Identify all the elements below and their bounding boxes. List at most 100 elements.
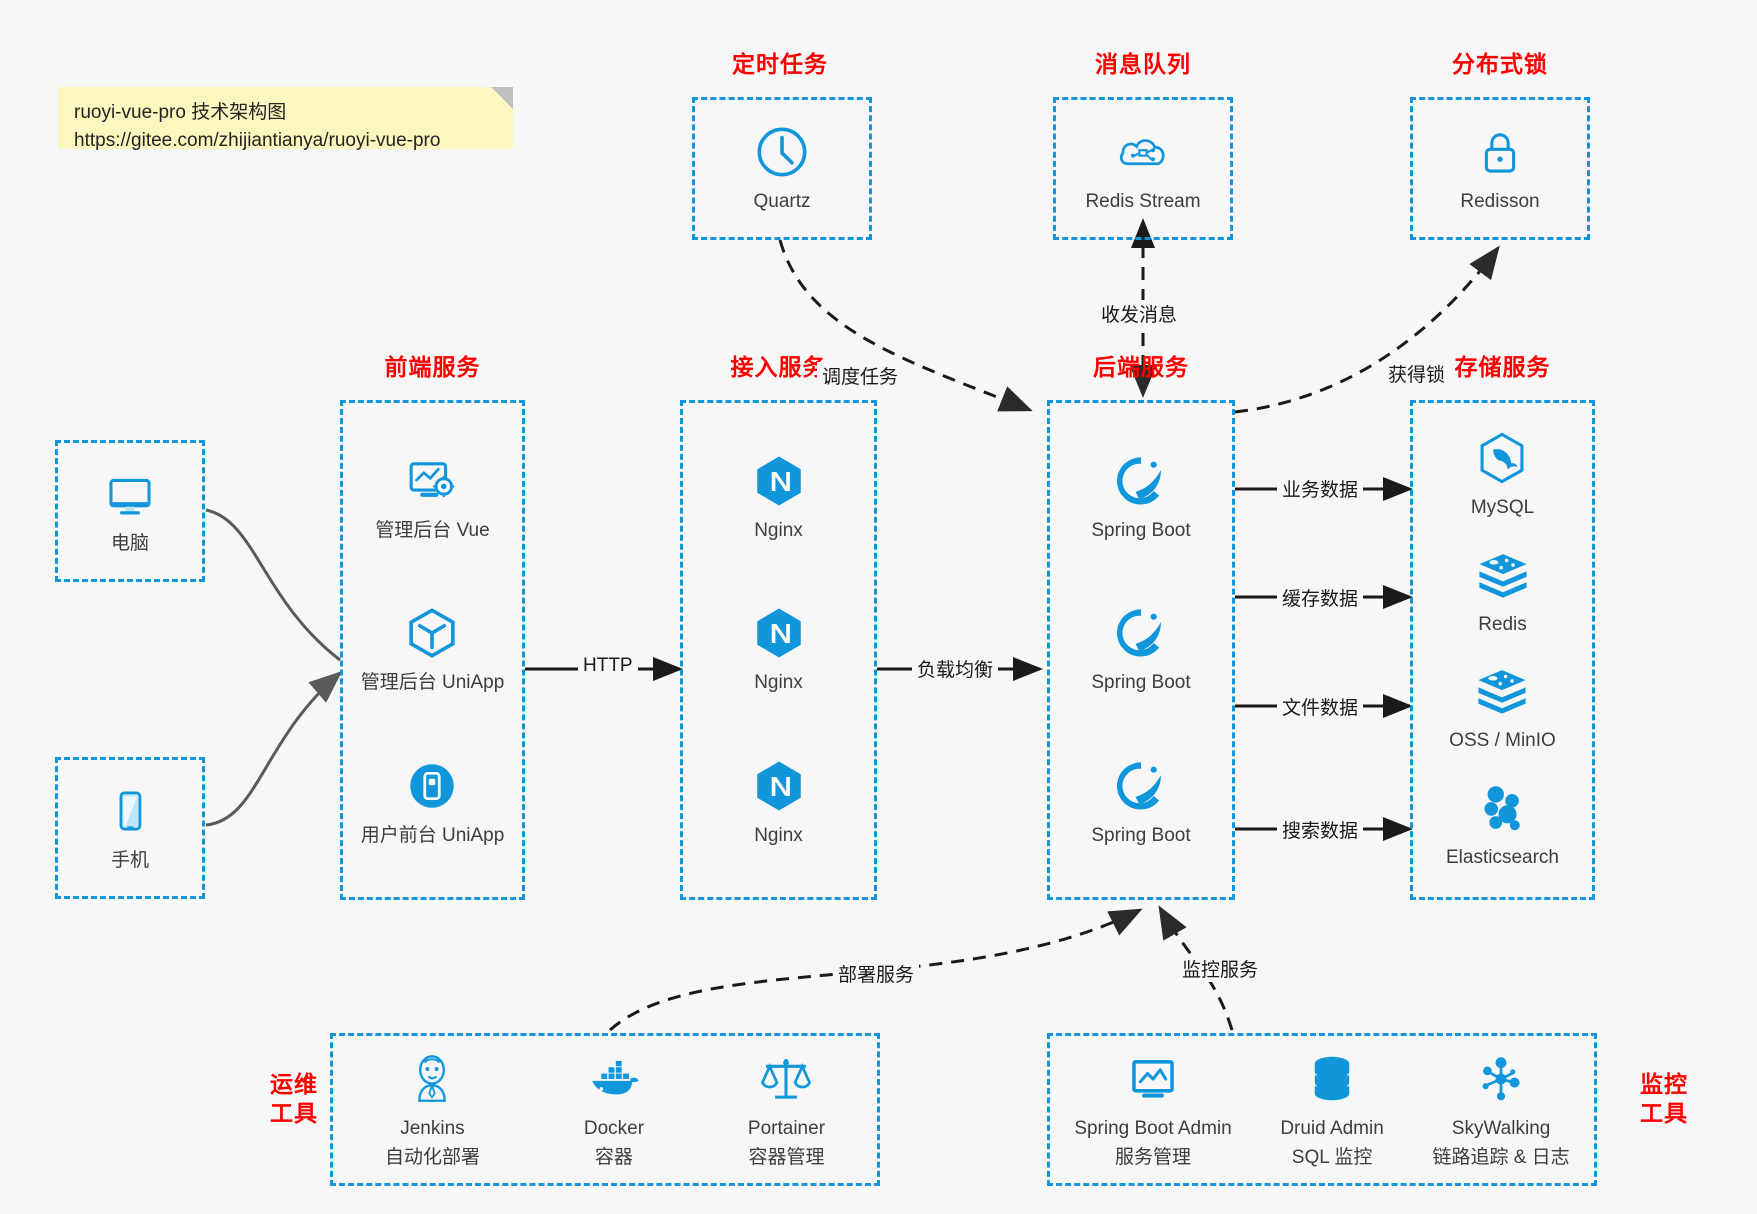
node-label: Spring Boot Admin: [1074, 1118, 1232, 1140]
nginx-icon: [756, 456, 801, 505]
edge-label-schedule-task: 调度任务: [817, 362, 904, 389]
note-line-title: ruoyi-vue-pro 技术架构图: [74, 102, 287, 123]
hexagon-cube-icon: [409, 608, 456, 658]
jenkins-butler-icon: [418, 1055, 447, 1103]
node-redis[interactable]: Redis: [1474, 546, 1532, 638]
spring-leaf-icon: [1116, 762, 1161, 810]
node-label: Quartz: [753, 190, 811, 212]
group-title-lock: 分布式锁: [1452, 51, 1548, 77]
edge-label-search-data: 搜索数据: [1277, 816, 1364, 843]
node-redisson[interactable]: Redisson: [1460, 123, 1540, 215]
node-label: Spring Boot: [1091, 519, 1191, 541]
dashboard-gear-icon: [410, 461, 455, 497]
node-label: Spring Boot: [1091, 672, 1191, 694]
group-title-backend: 后端服务: [1093, 354, 1189, 380]
node-label: Redis: [1478, 613, 1527, 635]
group-box-mq[interactable]: Redis Stream: [1053, 97, 1233, 240]
node-label: Jenkins: [400, 1118, 465, 1140]
node-desktop[interactable]: 电脑: [101, 465, 159, 557]
group-box-monitoring[interactable]: Spring Boot Admin 服务管理 Druid Admin SQL 监…: [1047, 1033, 1597, 1186]
node-springboot-2[interactable]: Spring Boot: [1091, 604, 1191, 696]
devops-title-line1: 运维: [270, 1071, 318, 1097]
cloud-network-icon: [1119, 138, 1165, 165]
lock-icon: [1484, 132, 1516, 173]
desktop-monitor-icon: [109, 479, 151, 515]
mysql-dolphin-icon: [1481, 433, 1524, 484]
node-label: Spring Boot: [1091, 824, 1191, 846]
group-title-devops: 运维 工具: [255, 1070, 333, 1128]
node-springboot-3[interactable]: Spring Boot: [1091, 757, 1191, 849]
group-box-client-desktop[interactable]: 电脑: [55, 440, 205, 582]
node-nginx-1[interactable]: Nginx: [750, 452, 808, 544]
node-druid-admin[interactable]: Druid Admin SQL 监控: [1280, 1050, 1384, 1169]
node-label: SkyWalking: [1451, 1118, 1551, 1140]
node-quartz[interactable]: Quartz: [753, 123, 811, 215]
note-line-url: https://gitee.com/zhijiantianya/ruoyi-vu…: [74, 129, 441, 151]
node-spring-boot-admin[interactable]: Spring Boot Admin 服务管理: [1074, 1050, 1232, 1169]
spring-leaf-icon: [1116, 456, 1161, 505]
scales-balance-icon: [761, 1059, 812, 1099]
node-admin-uniapp[interactable]: 管理后台 UniApp: [360, 604, 505, 696]
monitoring-title-line1: 监控: [1640, 1071, 1688, 1097]
monitoring-title-line2: 工具: [1640, 1099, 1688, 1126]
diagram-note: ruoyi-vue-pro 技术架构图 https://gitee.com/zh…: [58, 87, 513, 151]
group-title-gateway: 接入服务: [730, 354, 827, 380]
node-mobile[interactable]: 手机: [101, 782, 159, 874]
node-label: Docker: [583, 1118, 645, 1140]
nginx-icon: [756, 761, 801, 811]
node-jenkins[interactable]: Jenkins 自动化部署: [385, 1050, 480, 1169]
node-sublabel: 服务管理: [1114, 1146, 1191, 1168]
node-label: Portainer: [747, 1118, 826, 1140]
group-box-scheduler[interactable]: Quartz: [692, 97, 872, 240]
group-title-monitoring: 监控 工具: [1625, 1070, 1703, 1128]
node-label: 管理后台 UniApp: [360, 672, 505, 694]
node-redis-stream[interactable]: Redis Stream: [1085, 123, 1201, 215]
object-storage-icon: [1478, 670, 1527, 715]
edge-label-biz-data: 业务数据: [1277, 475, 1364, 502]
group-title-mq: 消息队列: [1095, 51, 1191, 77]
node-label: 管理后台 Vue: [375, 519, 490, 541]
node-label: 用户前台 UniApp: [360, 824, 505, 846]
node-sublabel: 容器: [594, 1146, 633, 1168]
node-skywalking[interactable]: SkyWalking 链路追踪 & 日志: [1432, 1050, 1570, 1169]
nginx-icon: [756, 608, 801, 658]
smartphone-icon: [119, 791, 142, 831]
node-elasticsearch[interactable]: Elasticsearch: [1446, 779, 1559, 871]
node-label: OSS / MinIO: [1449, 730, 1556, 752]
node-admin-vue[interactable]: 管理后台 Vue: [375, 452, 490, 544]
group-title-storage: 存储服务: [1454, 354, 1551, 380]
mobile-circle-icon: [410, 764, 455, 808]
note-fold-corner: [491, 87, 513, 109]
node-nginx-2[interactable]: Nginx: [750, 604, 808, 696]
edge-label-mq-message: 收发消息: [1096, 300, 1183, 327]
node-label: Elasticsearch: [1446, 846, 1559, 868]
node-portainer[interactable]: Portainer 容器管理: [748, 1050, 825, 1169]
group-box-devops[interactable]: Jenkins 自动化部署 Docker 容器: [330, 1033, 880, 1186]
node-docker[interactable]: Docker 容器: [584, 1050, 644, 1169]
group-box-storage[interactable]: MySQL Redis OS: [1410, 400, 1595, 900]
edge-label-http: HTTP: [578, 655, 638, 677]
node-label: 电脑: [110, 533, 149, 555]
node-sublabel: 自动化部署: [384, 1146, 480, 1168]
monitor-chart-icon: [1132, 1060, 1174, 1098]
node-nginx-3[interactable]: Nginx: [750, 757, 808, 849]
edge-label-load-balance: 负载均衡: [912, 655, 999, 682]
node-sublabel: SQL 监控: [1291, 1146, 1373, 1168]
group-box-backend[interactable]: Spring Boot Spring Boot Spring Boot: [1047, 400, 1235, 900]
group-box-lock[interactable]: Redisson: [1410, 97, 1590, 240]
devops-title-line2: 工具: [270, 1099, 318, 1126]
node-mysql[interactable]: MySQL: [1471, 429, 1534, 521]
edge-label-monitor-service: 监控服务: [1177, 955, 1264, 982]
node-springboot-1[interactable]: Spring Boot: [1091, 452, 1191, 544]
skywalking-node-icon: [1482, 1057, 1520, 1101]
node-user-uniapp[interactable]: 用户前台 UniApp: [360, 757, 505, 849]
edge-label-file-data: 文件数据: [1277, 693, 1364, 720]
node-sublabel: 链路追踪 & 日志: [1432, 1146, 1570, 1168]
node-sublabel: 容器管理: [748, 1146, 825, 1168]
node-label: Redis Stream: [1085, 190, 1201, 212]
group-box-client-mobile[interactable]: 手机: [55, 757, 205, 899]
node-oss-minio[interactable]: OSS / MinIO: [1449, 662, 1556, 754]
group-box-gateway[interactable]: Nginx Nginx Nginx: [680, 400, 877, 900]
group-box-frontend[interactable]: 管理后台 Vue 管理后台 UniApp 用户前台 UniApp: [340, 400, 525, 900]
database-cylinder-icon: [1314, 1056, 1350, 1101]
